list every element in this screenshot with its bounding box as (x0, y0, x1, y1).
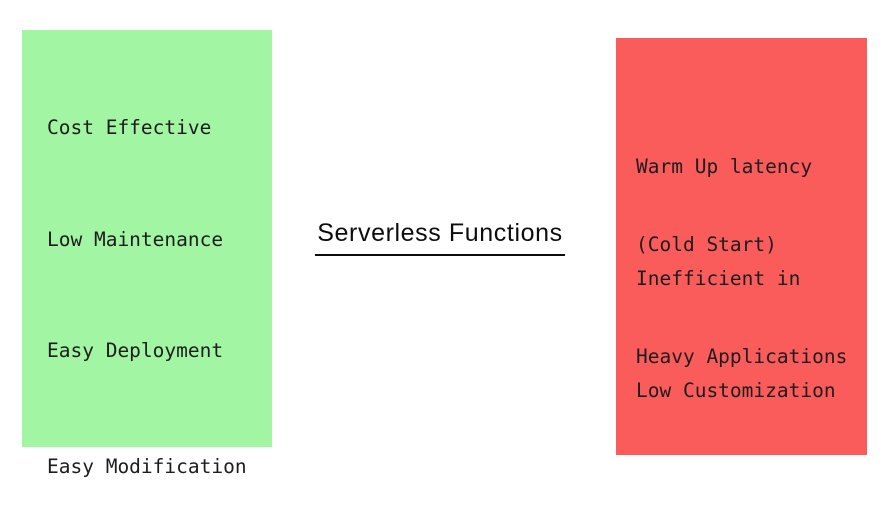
advantage-item: Cost Effective (47, 63, 211, 193)
disadvantage-item-line: Low Customization (636, 379, 836, 402)
page-title: Serverless Functions (0, 219, 880, 256)
disadvantage-item-line: Heavy Applications (636, 345, 848, 368)
advantages-panel: Cost Effective Low Maintenance Easy Depl… (22, 30, 272, 478)
disadvantage-item-line: (Cold Start) (636, 233, 777, 256)
advantage-item-line: Cost Effective (47, 116, 212, 139)
slide-canvas: Cost Effective Low Maintenance Easy Depl… (0, 30, 880, 478)
disadvantage-item-line: Warm Up latency (636, 155, 813, 178)
disadvantage-item: Low Customization (636, 326, 836, 456)
advantage-item: Easy Modification (47, 402, 247, 532)
disadvantage-item-line: Inefficient in (636, 267, 801, 290)
disadvantages-panel: Warm Up latency (Cold Start) Inefficient… (616, 38, 867, 455)
page-title-text: Serverless Functions (315, 219, 565, 256)
disadvantage-item: Warm Up latency (Cold Start) (636, 102, 812, 310)
advantage-item-line: Easy Modification (47, 455, 247, 478)
advantage-item-line: Easy Deployment (47, 339, 224, 362)
disadvantage-item: Inefficient in Heavy Applications (636, 214, 847, 422)
advantage-item: Easy Deployment (47, 286, 223, 416)
advantage-item: Low Maintenance (47, 175, 223, 305)
advantage-item-line: Low Maintenance (47, 228, 224, 251)
